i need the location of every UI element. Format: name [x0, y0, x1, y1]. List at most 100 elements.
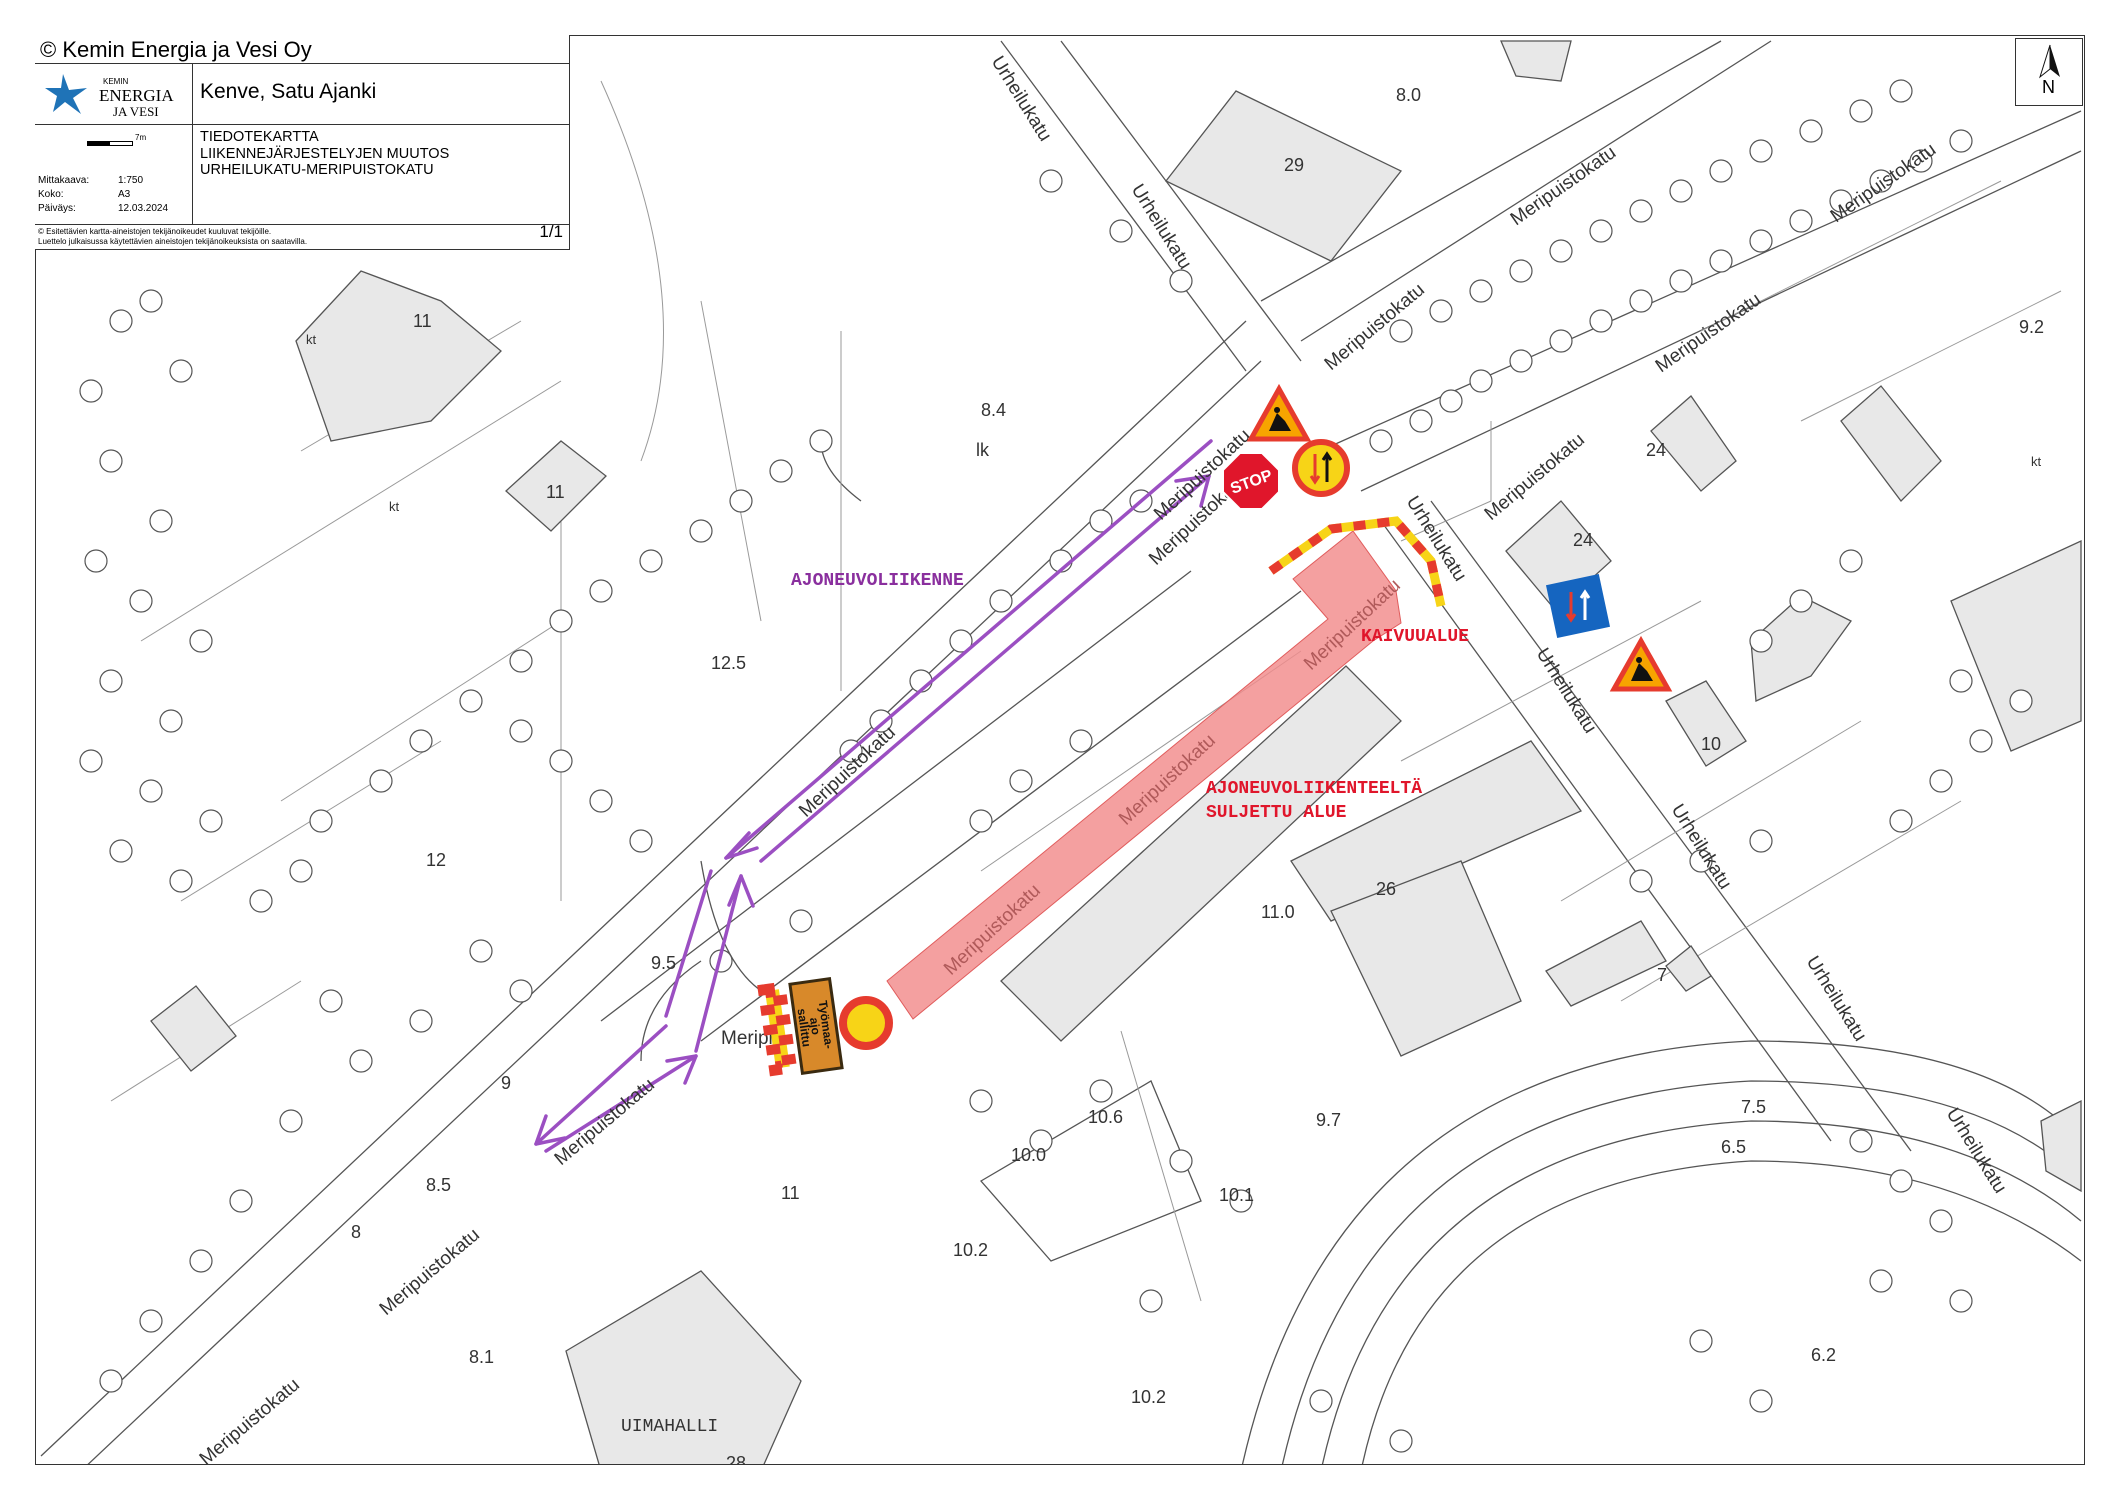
building-southeast[interactable]: [2040, 1099, 2082, 1193]
note-line-1: © Esitettävien kartta-aineistojen tekijä…: [38, 227, 272, 236]
roadwork-sign-north[interactable]: [1246, 383, 1312, 442]
tree-symbol: [789, 909, 813, 933]
tree-symbol: [1629, 199, 1653, 223]
tree-symbol: [509, 719, 533, 743]
tree-symbol: [1039, 169, 1063, 193]
label-b26: 26: [1376, 879, 1396, 899]
priority-over-oncoming-sign[interactable]: [1545, 573, 1611, 639]
tree-symbol: [1869, 169, 1893, 193]
building-west[interactable]: [150, 985, 237, 1072]
tree-symbol: [1869, 1269, 1893, 1293]
building-north[interactable]: [1500, 40, 1572, 82]
tree-symbol: [309, 809, 333, 833]
tree-symbol: [1949, 1289, 1973, 1313]
tree-symbol: [1829, 189, 1853, 213]
label-b24a: 24: [1646, 440, 1666, 460]
no-vehicles-sign[interactable]: [839, 996, 893, 1050]
tree-symbol: [409, 1009, 433, 1033]
building-11-south[interactable]: [505, 440, 607, 532]
label-b7: 7: [1657, 965, 1667, 985]
closed-area[interactable]: [886, 530, 1402, 1020]
tree-symbol: [1839, 549, 1863, 573]
tree-symbol: [1669, 269, 1693, 293]
building-10[interactable]: [1665, 680, 1747, 767]
worksite-plate[interactable]: Työmaa- ajo sallittu: [788, 976, 844, 1076]
arrowhead-ne: [1174, 474, 1211, 508]
tree-symbol: [1889, 79, 1913, 103]
label-n101: 10.1: [1219, 1185, 1254, 1205]
tree-symbol: [509, 979, 533, 1003]
tree-symbol: [629, 829, 653, 853]
label-n85: 8.5: [426, 1175, 451, 1195]
plate-text-1: Työmaa-: [816, 1000, 837, 1050]
label-n95: 9.5: [651, 953, 676, 973]
tree-symbol: [1069, 729, 1093, 753]
tree-symbol: [1789, 209, 1813, 233]
map-description: TIEDOTEKARTTA LIIKENNEJÄRJESTELYJEN MUUT…: [200, 129, 449, 179]
tree-symbol: [549, 749, 573, 773]
closed-area-polygon[interactable]: [886, 530, 1402, 1020]
map-canvas[interactable]: Urheilukatu Urheilukatu Urheilukatu Urhe…: [35, 35, 2085, 1465]
tree-symbol: [689, 519, 713, 543]
building-28[interactable]: [565, 1270, 802, 1465]
traffic-arrow-ne: [759, 474, 1211, 863]
label-n92: 9.2: [2019, 317, 2044, 337]
tree-symbol: [1549, 239, 1573, 263]
building-long-south[interactable]: [1000, 665, 1402, 1042]
roadwork-sign-east[interactable]: [1609, 635, 1673, 692]
building-10b[interactable]: [1750, 595, 1852, 702]
tree-symbol: [279, 1109, 303, 1133]
annotations: AJONEUVOLIIKENNE KAIVUUALUE AJONEUVOLIIK…: [791, 571, 1469, 823]
building-24-north[interactable]: [1650, 395, 1737, 492]
priority-oncoming-sign[interactable]: [1292, 439, 1350, 497]
note-line-2: Luettelo julkaisussa käytettävien aineis…: [38, 237, 308, 246]
label-n8: 8: [351, 1222, 361, 1242]
arrow-down-icon: [1565, 592, 1577, 623]
building-east[interactable]: [1950, 539, 2082, 752]
tree-symbol: [1909, 149, 1933, 173]
label-b28: 28: [726, 1453, 746, 1465]
label-n80: 8.0: [1396, 85, 1421, 105]
label-n102b: 10.2: [1131, 1387, 1166, 1407]
tree-symbol: [1589, 309, 1613, 333]
building-26b[interactable]: [1330, 860, 1522, 1057]
tree-symbol: [149, 509, 173, 533]
label-n75: 7.5: [1741, 1097, 1766, 1117]
tree-symbol: [1169, 269, 1193, 293]
building-7[interactable]: [1665, 945, 1712, 992]
street-label-meripuistokatu-sw1: Meripuistokatu: [551, 1074, 659, 1170]
tree-symbol: [99, 1369, 123, 1393]
building-northeast[interactable]: [1840, 385, 1942, 502]
building-26[interactable]: [1290, 740, 1582, 922]
tree-symbol: [319, 989, 343, 1013]
building-7-block[interactable]: [1545, 920, 1667, 1007]
star-logo-icon: [45, 74, 87, 114]
north-arrow: N: [2015, 38, 2083, 106]
tree-symbol: [1689, 1329, 1713, 1353]
tree-symbol: [2009, 689, 2033, 713]
traffic-arrow-exit: [534, 1024, 668, 1146]
tree-symbol: [1629, 289, 1653, 313]
tree-symbol: [99, 449, 123, 473]
building-29[interactable]: [1164, 90, 1403, 262]
tree-symbol: [869, 709, 893, 733]
stop-sign[interactable]: STOP: [1222, 452, 1280, 510]
north-label: N: [2042, 77, 2055, 97]
tree-symbol: [1749, 229, 1773, 253]
tree-symbol: [1369, 429, 1393, 453]
building-11-north[interactable]: [295, 270, 502, 442]
tree-symbol: [139, 779, 163, 803]
tree-symbol: [1139, 1289, 1163, 1313]
street-label-meripuistokatu-mid: Meripuistokatu: [795, 722, 900, 822]
street-label-meripuistokatu-n4: Meripuistokatu: [1652, 289, 1765, 377]
tree-symbol: [1749, 139, 1773, 163]
arrowhead-up: [727, 874, 755, 908]
label-n62: 6.2: [1811, 1345, 1836, 1365]
tree-symbol: [1799, 119, 1823, 143]
tree-symbol: [1389, 1429, 1413, 1453]
tree-symbol: [169, 359, 193, 383]
worksite-barrier[interactable]: [757, 981, 798, 1077]
label-lk: lk: [976, 440, 990, 460]
tree-symbol: [1009, 769, 1033, 793]
tree-symbol: [189, 629, 213, 653]
